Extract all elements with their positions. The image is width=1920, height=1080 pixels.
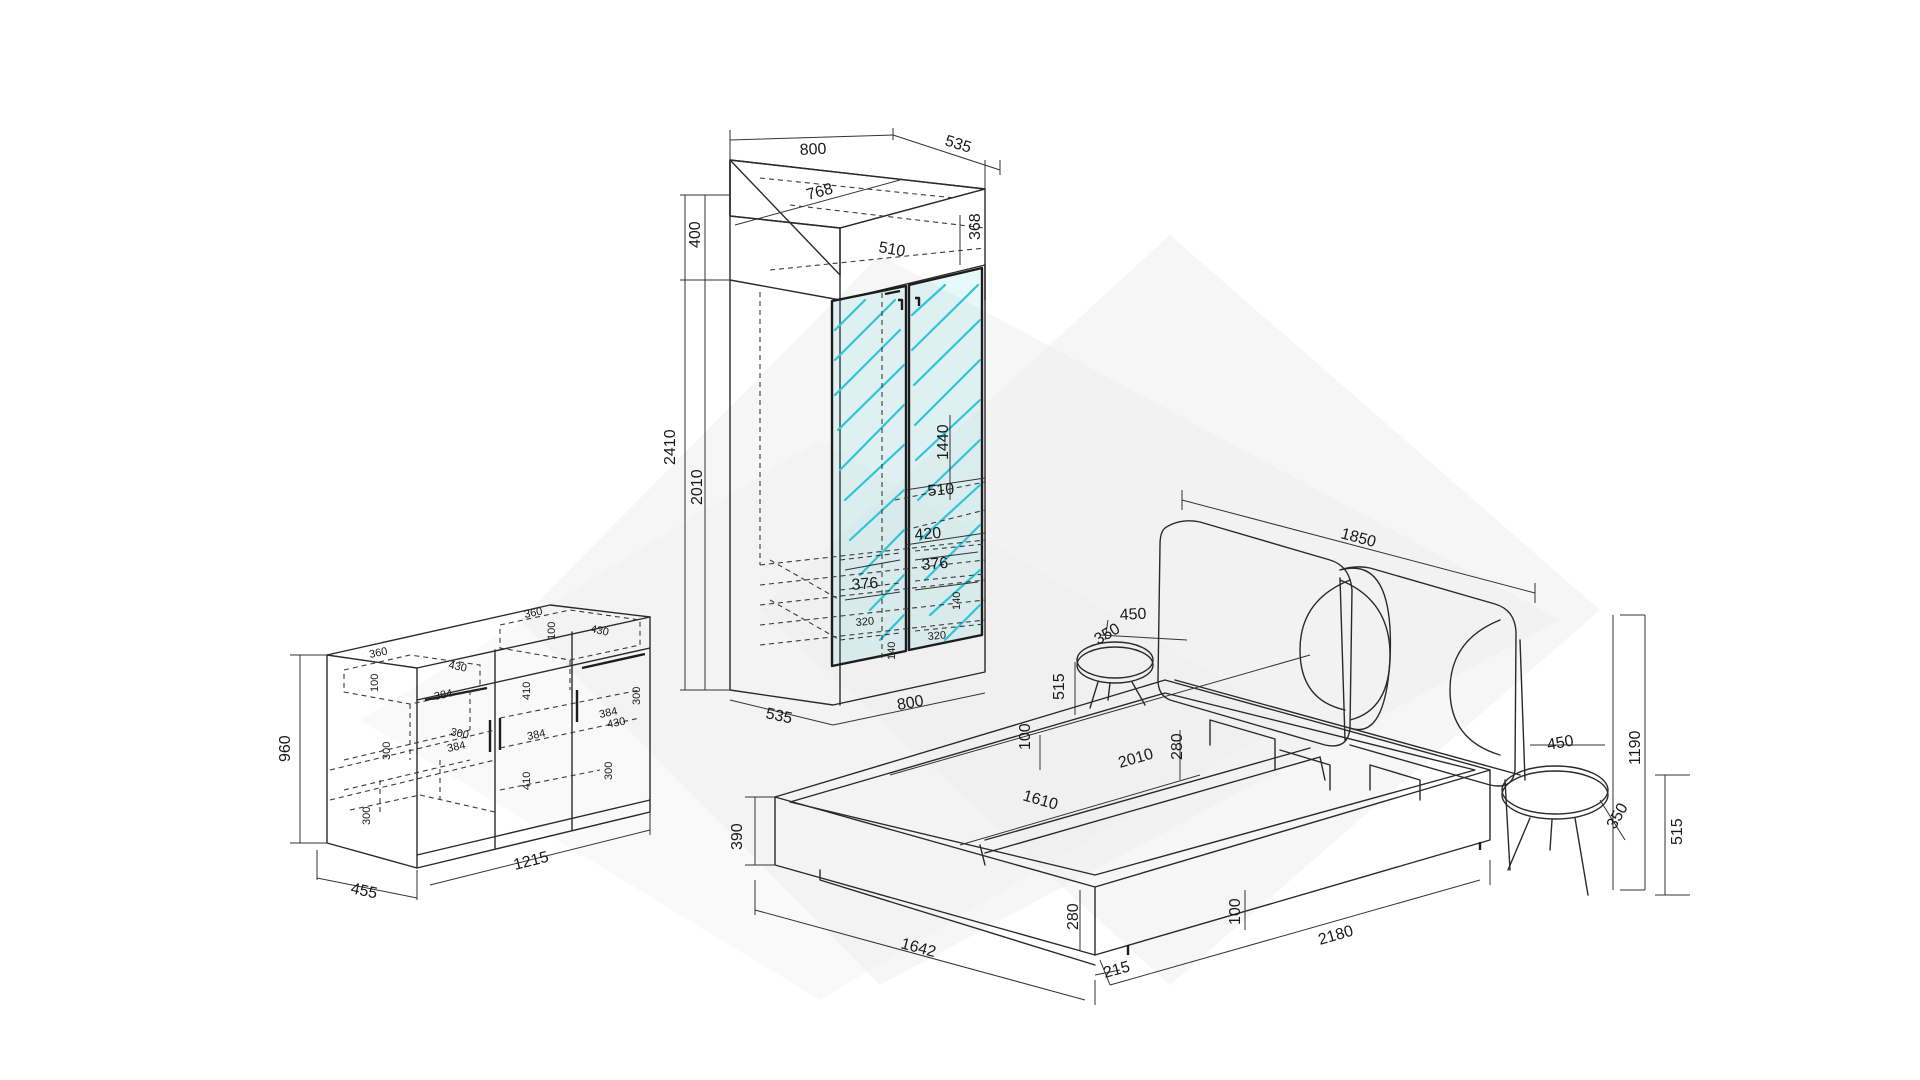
dim-mirror-height: 1440 <box>935 424 952 460</box>
dim-dresser-inner-h: 300 <box>449 726 469 742</box>
dim-nightstand-right-seat: 350 <box>1604 800 1632 832</box>
mirror-hatch <box>833 283 982 642</box>
dim-dresser-drawer-h2: 100 <box>546 622 558 640</box>
dim-dresser-inner-d2: 384 <box>446 739 466 755</box>
dim-dresser-shelf-d: 384 <box>433 687 453 703</box>
dim-drawer-d: 320 <box>855 615 874 629</box>
dim-bed-foot-offset: 215 <box>1102 959 1132 982</box>
dim-body-height: 2010 <box>689 469 706 505</box>
dim-drawer-w2: 376 <box>921 555 949 574</box>
dim-bottom-depth: 535 <box>764 705 794 727</box>
dim-dresser-shelf-d2: 384 <box>598 705 618 721</box>
dim-bed-side-h: 280 <box>1065 903 1082 930</box>
watermark-logo <box>360 235 1600 1000</box>
dim-dresser-depth: 455 <box>349 880 379 902</box>
dim-drawer-h: 140 <box>886 642 898 660</box>
dim-bottom-width: 800 <box>896 693 925 714</box>
dim-drawer-h2: 140 <box>951 592 963 610</box>
dim-top-height: 400 <box>687 221 704 248</box>
dim-dresser-drawer-w2: 360 <box>523 605 543 621</box>
wardrobe: 800 535 768 400 368 510 2410 2010 1440 5… <box>662 128 1001 727</box>
dim-wardrobe-width: 800 <box>799 141 827 159</box>
dim-shelf: 420 <box>914 525 942 544</box>
dim-dresser-height: 960 <box>277 735 294 762</box>
dim-bed-inner-h: 280 <box>1169 733 1186 760</box>
dim-dresser-drawer-d2: 430 <box>589 623 609 639</box>
dim-dresser-drawer-w: 360 <box>368 645 388 661</box>
dim-dresser-side-h4: 300 <box>603 762 615 780</box>
dim-nightstand-right-diameter: 450 <box>1546 733 1575 754</box>
dim-dresser-side-h3: 300 <box>361 807 373 825</box>
dim-bed-leg-gap2: 100 <box>1017 723 1034 750</box>
dim-nightstand-right-height: 515 <box>1669 818 1686 845</box>
dim-rail: 510 <box>927 481 955 500</box>
dim-dresser-shelf-h2: 410 <box>521 772 533 790</box>
dim-nightstand-left-height: 515 <box>1051 673 1068 700</box>
dim-dresser-shelf-h: 410 <box>521 682 533 700</box>
dim-bed-frame-length: 2180 <box>1316 923 1355 949</box>
dim-dresser-side-h: 300 <box>381 742 393 760</box>
dim-dresser-inner-d: 430 <box>606 715 626 731</box>
dim-bed-frame-height: 390 <box>729 823 746 850</box>
dim-dresser-drawer-d: 430 <box>447 659 467 675</box>
dim-dresser-drawer-h: 100 <box>369 674 381 692</box>
dim-drawer-w: 376 <box>851 575 879 594</box>
dim-drawer-d2: 320 <box>927 629 946 643</box>
dim-nightstand-left-diameter: 450 <box>1119 606 1147 624</box>
dim-dresser-width: 1215 <box>512 849 551 874</box>
mirror-door-left <box>831 285 907 667</box>
dim-dresser-inner-d3: 384 <box>526 727 546 743</box>
dim-total-height: 2410 <box>662 429 679 465</box>
dim-wardrobe-inner-width: 768 <box>805 181 835 204</box>
dim-top-inner: 368 <box>967 213 984 240</box>
dresser: 960 455 1215 360 430 100 360 100 430 384… <box>277 604 651 902</box>
dim-nightstand-right-total: 1190 <box>1627 730 1644 765</box>
dim-bed-leg-gap: 100 <box>1227 898 1244 925</box>
dim-top-shelf: 510 <box>877 239 906 260</box>
dim-dresser-side-h2: 300 <box>631 687 643 705</box>
